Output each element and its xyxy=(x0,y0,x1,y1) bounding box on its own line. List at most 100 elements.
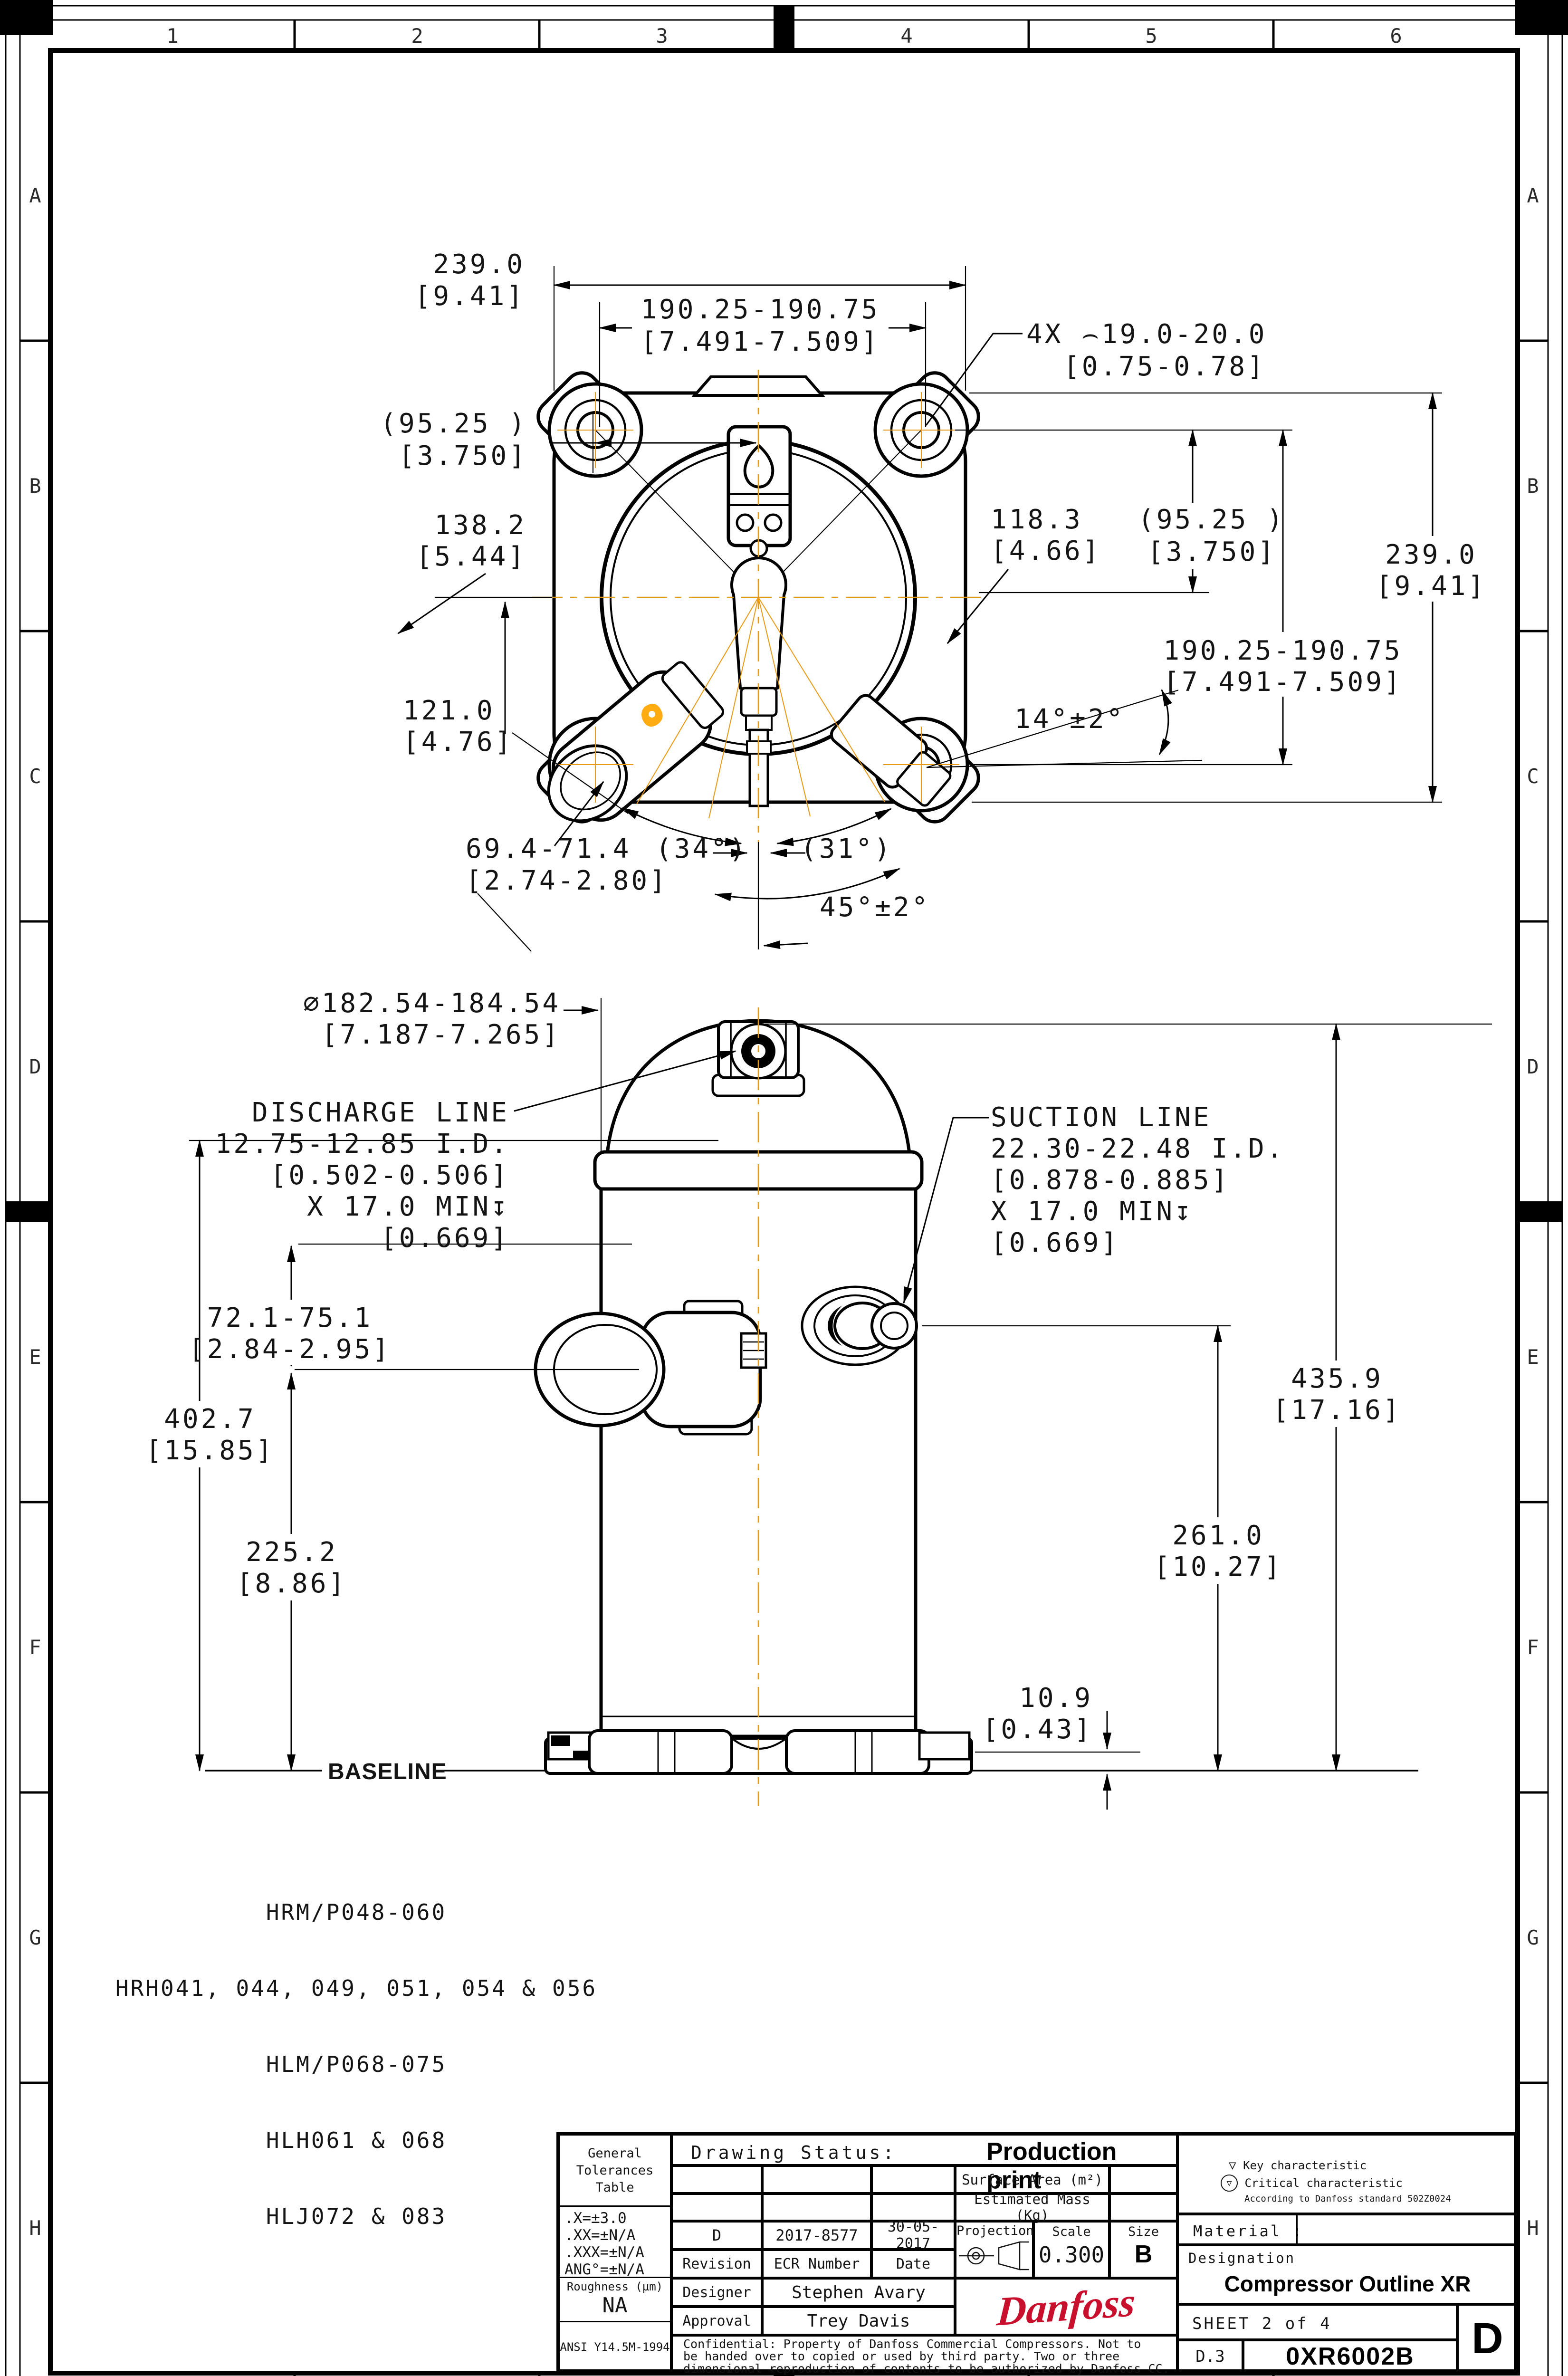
designation-label: Designation xyxy=(1188,2250,1296,2266)
baseline-label: BASELINE xyxy=(328,1759,447,1784)
zone-col: 2 xyxy=(411,24,423,48)
zone-row: G xyxy=(29,1926,41,1949)
roughness-value: NA xyxy=(602,2293,628,2318)
model-item: HLH061 & 068 xyxy=(266,2127,447,2153)
zone-row: E xyxy=(29,1345,41,1369)
approval-value: Trey Davis xyxy=(762,2307,955,2335)
dim-225-mm: 225.2 xyxy=(246,1537,338,1568)
suction-depth-in: [0.669] xyxy=(991,1227,1119,1258)
tolerance-row: .X=±3.0 xyxy=(564,2210,627,2227)
third-angle-projection-icon xyxy=(958,2241,1029,2271)
zone-row: D xyxy=(29,1055,41,1078)
zone-row: F xyxy=(29,1636,41,1659)
danfoss-logo: Danfoss xyxy=(995,2279,1137,2335)
rev-empty-cell xyxy=(871,2194,955,2221)
estimated-mass-value xyxy=(1109,2194,1177,2221)
designation-cell: Designation Compressor Outline XR xyxy=(1177,2245,1518,2304)
front-view-dimension-text: ⌀182.54-184.54 [7.187-7.265] DISCHARGE L… xyxy=(145,988,1401,1784)
designer-label: Designer xyxy=(671,2278,762,2307)
dim-402-in: [15.85] xyxy=(145,1435,274,1466)
tolerance-row: .XX=±N/A xyxy=(564,2227,636,2244)
dim-435-in: [17.16] xyxy=(1272,1395,1401,1426)
zone-row: D xyxy=(1527,1055,1539,1078)
drawing-status-label: Drawing Status: xyxy=(691,2142,897,2163)
date-header: Date xyxy=(871,2250,955,2278)
zone-row: A xyxy=(1527,184,1539,207)
dia-shell-in: [7.187-7.265] xyxy=(322,1019,561,1050)
cage-code: D.3 xyxy=(1177,2340,1243,2373)
confidential-line: Confidential: Property of Danfoss Commer… xyxy=(683,2337,1141,2351)
dim-half-right-in: [3.750] xyxy=(1147,537,1276,567)
dim-261-mm: 261.0 xyxy=(1172,1520,1264,1551)
ansi-standard: ANSI Y14.5M-1994 xyxy=(558,2321,671,2373)
critical-characteristic-icon: ▽ xyxy=(1221,2175,1238,2192)
dim-width-top-mm: 239.0 xyxy=(433,249,525,280)
approval-label: Approval xyxy=(671,2307,762,2335)
confidential-line: be handed over to copied or used by thir… xyxy=(683,2349,1120,2363)
dim-118-in: [4.66] xyxy=(991,536,1101,566)
roughness-cell: Roughness (µm) NA xyxy=(558,2277,671,2322)
suction-id-in: [0.878-0.885] xyxy=(991,1165,1230,1196)
zone-col: 4 xyxy=(900,24,912,48)
zone-col: 5 xyxy=(1145,24,1157,48)
zone-col: 6 xyxy=(1390,24,1402,48)
drawing-number: 0XR6002B xyxy=(1243,2340,1457,2373)
revision-header: Revision xyxy=(671,2250,762,2278)
dim-225-in: [8.86] xyxy=(237,1568,347,1599)
angle-14: 14°±2° xyxy=(1014,704,1125,735)
critical-characteristic-row: ▽ Critical characteristic xyxy=(1221,2175,1403,2192)
dim-bolt-span-right-mm: 190.25-190.75 xyxy=(1163,635,1402,666)
dim-tube-in: [2.84-2.95] xyxy=(189,1334,391,1365)
drawing-status-value: Production print xyxy=(986,2138,1117,2194)
material-divider xyxy=(1296,2215,1298,2243)
discharge-line-label: DISCHARGE LINE xyxy=(252,1097,509,1128)
zone-row: B xyxy=(29,474,41,498)
angle-34: (34°) xyxy=(656,834,748,864)
dim-138-mm: 138.2 xyxy=(434,510,526,541)
zone-row: H xyxy=(1527,2216,1539,2240)
size-cell: Size B xyxy=(1109,2221,1177,2278)
dim-435-mm: 435.9 xyxy=(1291,1363,1383,1394)
dim-half-left-mm: (95.25 ) xyxy=(380,408,527,439)
date-value: 30-05-2017 xyxy=(871,2219,955,2252)
front-view-dimensions xyxy=(133,998,1492,1810)
size-letter: D xyxy=(1457,2304,1518,2373)
suction-id: 22.30-22.48 I.D. xyxy=(991,1133,1285,1164)
zone-row: C xyxy=(29,765,41,788)
dim-402-mm: 402.7 xyxy=(164,1404,256,1435)
sheet-cell: SHEET 2 of 4 xyxy=(1177,2304,1457,2340)
zone-row: G xyxy=(1527,1926,1539,1949)
surface-area-value xyxy=(1109,2165,1177,2194)
tolerance-row: .XXX=±N/A xyxy=(564,2244,644,2261)
dia-shell-mm: ⌀182.54-184.54 xyxy=(303,988,561,1019)
dim-bolt-span-in: [7.491-7.509] xyxy=(641,326,880,357)
zone-col: 1 xyxy=(166,24,178,48)
highlight-marker xyxy=(641,703,663,727)
surface-area-label: Surface Area (m²) xyxy=(955,2165,1109,2194)
compressor-top-view xyxy=(532,370,986,842)
rev-empty-cell xyxy=(671,2194,762,2221)
discharge-depth: X 17.0 MIN↧ xyxy=(307,1191,509,1222)
zone-row: B xyxy=(1527,474,1539,498)
dim-width-right-mm: 239.0 xyxy=(1385,539,1477,570)
zone-row: F xyxy=(1527,1636,1539,1659)
zone-row: E xyxy=(1527,1345,1539,1369)
confidential-note: Confidential: Property of Danfoss Commer… xyxy=(671,2335,1177,2375)
zone-row: C xyxy=(1527,765,1539,788)
holes-note-line2: [0.75-0.78] xyxy=(1063,351,1266,382)
dim-width-right-in: [9.41] xyxy=(1376,571,1486,602)
dim-121-mm: 121.0 xyxy=(403,695,495,726)
rev-empty-cell xyxy=(762,2194,871,2221)
dim-69-mm: 69.4-71.4 xyxy=(466,834,631,864)
dim-bolt-span-mm: 190.25-190.75 xyxy=(641,294,880,325)
dim-69-in: [2.74-2.80] xyxy=(466,865,668,896)
material-row: Material : xyxy=(1177,2214,1518,2245)
discharge-id: 12.75-12.85 I.D. xyxy=(215,1129,509,1159)
discharge-id-in: [0.502-0.506] xyxy=(270,1160,509,1191)
dim-width-top-in: [9.41] xyxy=(415,281,525,312)
top-view-dimension-text: 239.0 [9.41] 190.25-190.75 [7.491-7.509]… xyxy=(380,249,1486,923)
size-value: B xyxy=(1134,2241,1153,2268)
